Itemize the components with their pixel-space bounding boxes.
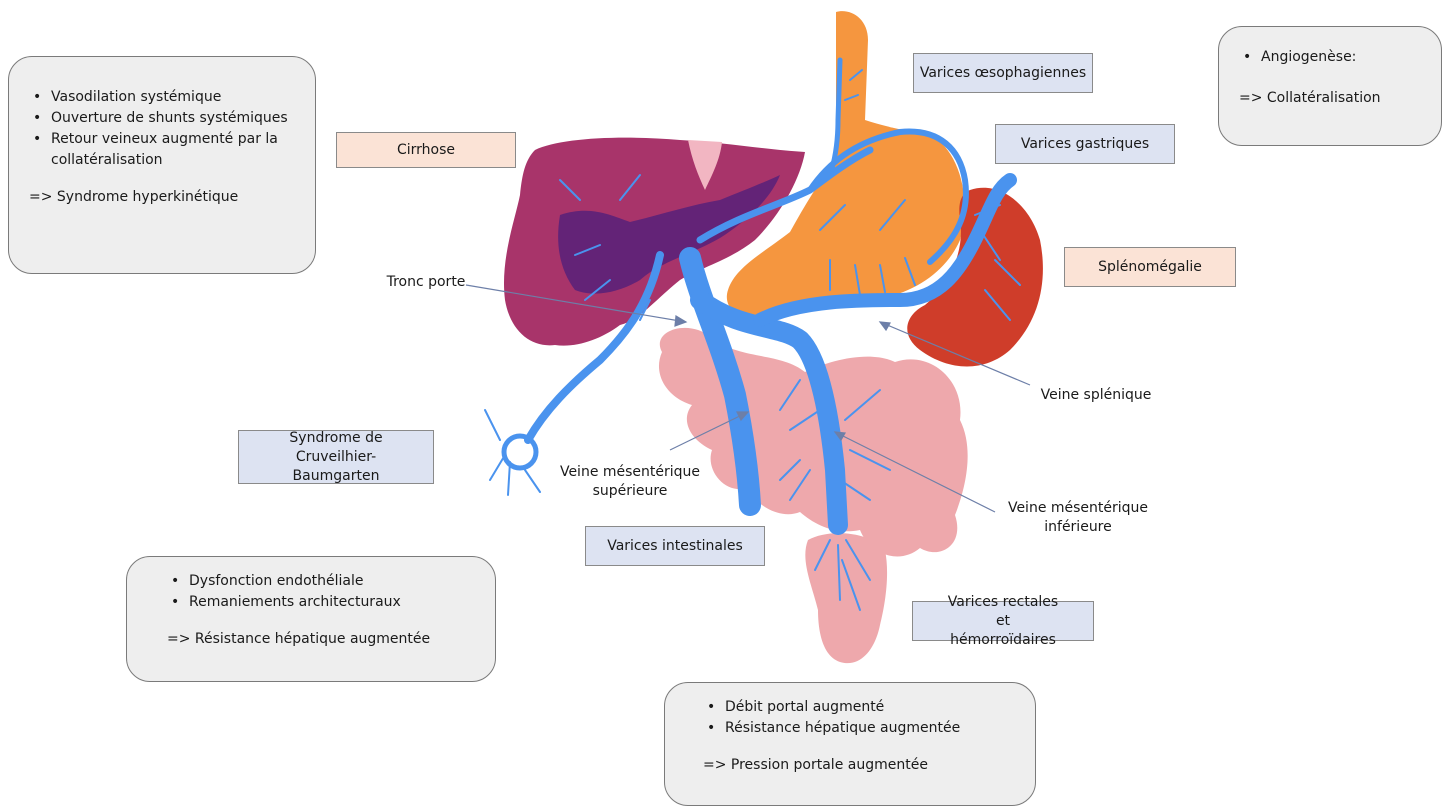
- list-item: Résistance hépatique augmentée: [703, 718, 1021, 739]
- portal-pressure-box: Débit portal augmenté Résistance hépatiq…: [664, 682, 1036, 806]
- tag-varices-gastriques: Varices gastriques: [995, 124, 1175, 164]
- portal-pressure-conclusion: => Pression portale augmentée: [703, 755, 1021, 776]
- tag-cruveilhier: Syndrome de Cruveilhier-Baumgarten: [238, 430, 434, 484]
- tag-varices-rectales: Varices rectales et hémorroïdaires: [912, 601, 1094, 641]
- list-item: Ouverture de shunts systémiques: [29, 108, 297, 129]
- hyperkinetic-syndrome-box: Vasodilation systémique Ouverture de shu…: [8, 56, 316, 274]
- label-veine-splenique: Veine splénique: [1036, 386, 1156, 405]
- tag-varices-intestinales: Varices intestinales: [585, 526, 765, 566]
- hepatic-resistance-box: Dysfonction endothéliale Remaniements ar…: [126, 556, 496, 682]
- angiogenesis-list: Angiogenèse:: [1239, 47, 1427, 68]
- hepatic-resistance-list: Dysfonction endothéliale Remaniements ar…: [167, 571, 481, 613]
- list-item: Remaniements architecturaux: [167, 592, 481, 613]
- angiogenesis-box: Angiogenèse: => Collatéralisation: [1218, 26, 1442, 146]
- hyperkinetic-conclusion: => Syndrome hyperkinétique: [29, 187, 297, 208]
- hepatic-resistance-conclusion: => Résistance hépatique augmentée: [167, 629, 481, 650]
- tag-splenomegalie: Splénomégalie: [1064, 247, 1236, 287]
- tag-varices-oesophagiennes: Varices œsophagiennes: [913, 53, 1093, 93]
- list-item: Retour veineux augmenté par la collatéra…: [29, 129, 297, 171]
- tag-cirrhose: Cirrhose: [336, 132, 516, 168]
- list-item: Angiogenèse:: [1239, 47, 1427, 68]
- list-item: Débit portal augmenté: [703, 697, 1021, 718]
- label-tronc-porte: Tronc porte: [378, 273, 474, 292]
- angiogenesis-conclusion: => Collatéralisation: [1239, 88, 1427, 109]
- list-item: Dysfonction endothéliale: [167, 571, 481, 592]
- label-veine-mesenterique-inferieure: Veine mésentérique inférieure: [1000, 499, 1156, 537]
- portal-pressure-list: Débit portal augmenté Résistance hépatiq…: [703, 697, 1021, 739]
- hyperkinetic-list: Vasodilation systémique Ouverture de shu…: [29, 87, 297, 171]
- label-veine-mesenterique-superieure: Veine mésentérique supérieure: [550, 463, 710, 501]
- list-item: Vasodilation systémique: [29, 87, 297, 108]
